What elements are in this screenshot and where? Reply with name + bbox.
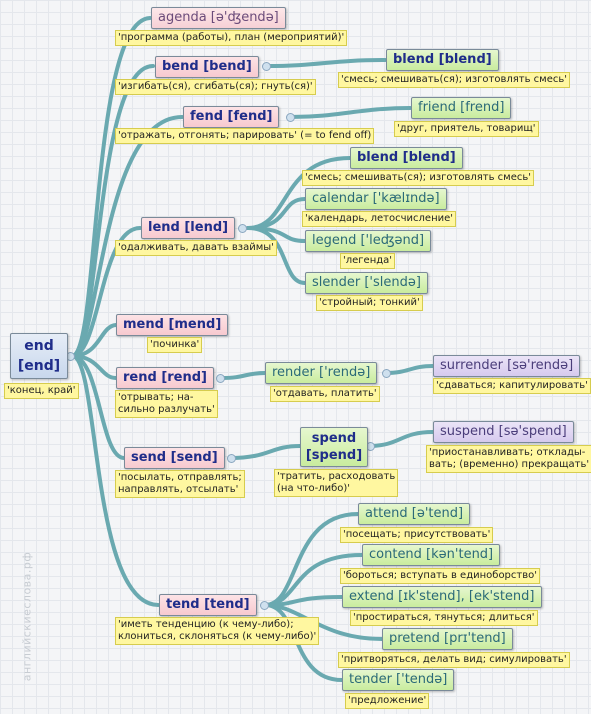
node-surrender[interactable]: surrender [sə'rendə] <box>433 355 581 377</box>
node-end[interactable]: end [end] <box>10 333 68 379</box>
connector-knob-lend[interactable] <box>238 224 247 233</box>
node-calendar[interactable]: calendar ['kælɪndə] <box>305 188 447 210</box>
node-lend[interactable]: lend [lend] <box>141 217 236 239</box>
node-spend-line2: [spend] <box>305 448 363 463</box>
connector-knob-send[interactable] <box>227 454 236 463</box>
note-attend: 'посещать; присутствовать' <box>340 527 494 543</box>
note-surrender: 'сдаваться; капитулировать' <box>433 378 591 394</box>
node-friend[interactable]: friend [frend] <box>411 97 512 119</box>
connector-knob-render[interactable] <box>382 369 391 378</box>
node-slender[interactable]: slender ['slendə] <box>305 272 428 294</box>
node-spend-line1: spend <box>311 431 357 446</box>
node-legend[interactable]: legend ['leʤənd] <box>305 230 432 252</box>
node-blend-1[interactable]: blend [blend] <box>386 49 499 71</box>
note-contend: 'бороться; вступать в единоборство' <box>340 568 540 584</box>
note-mend: 'починка' <box>147 337 203 353</box>
note-calendar: 'календарь, летосчисление' <box>302 211 457 227</box>
note-tender: 'предложение' <box>345 693 430 709</box>
watermark-text: английскиеслова.рф <box>20 551 34 682</box>
node-rend[interactable]: rend [rend] <box>116 367 214 389</box>
node-end-line2: [end] <box>17 358 61 374</box>
connector-knob-fend[interactable] <box>286 113 295 122</box>
node-fend[interactable]: fend [fend] <box>183 106 280 128</box>
note-blend-2: 'смесь; смешивать(ся); изготовлять смесь… <box>302 170 534 186</box>
note-end: 'конец, край' <box>4 383 79 399</box>
note-friend: 'друг, приятель, товарищ' <box>394 121 539 137</box>
node-suspend[interactable]: suspend [sə'spend] <box>433 421 574 443</box>
note-render: 'отдавать, платить' <box>270 386 380 402</box>
note-tend: 'иметь тенденцию (к чему-либо); клонитьс… <box>115 617 320 645</box>
note-suspend: 'приостанавливать; отклады- вать; (време… <box>426 445 591 473</box>
note-fend: 'отражать, отгонять; парировать' (= to f… <box>115 128 375 144</box>
node-render[interactable]: render ['rendə] <box>265 362 378 384</box>
node-tend[interactable]: tend [tend] <box>159 594 257 616</box>
note-extend: 'простираться, тянуться; длиться' <box>350 610 538 626</box>
node-pretend[interactable]: pretend [prɪ'tend] <box>382 628 513 650</box>
node-attend[interactable]: attend [ə'tend] <box>358 503 471 525</box>
note-lend: 'одалживать, давать взаймы' <box>115 240 277 256</box>
node-tender[interactable]: tender ['tendə] <box>342 669 455 691</box>
note-spend: 'тратить, расходовать (на что-либо)' <box>274 469 399 497</box>
note-send: 'посылать, отправлять; направлять, отсыл… <box>115 470 245 498</box>
node-mend[interactable]: mend [mend] <box>116 314 229 336</box>
node-bend[interactable]: bend [bend] <box>155 56 259 78</box>
node-contend[interactable]: contend [kən'tend] <box>362 544 501 566</box>
node-send[interactable]: send [send] <box>124 447 225 469</box>
node-extend[interactable]: extend [ɪk'stend], [ek'stend] <box>342 586 542 608</box>
connector-knob-tend[interactable] <box>260 601 269 610</box>
connector-knob-bend[interactable] <box>262 62 271 71</box>
node-end-line1: end <box>24 338 54 354</box>
note-agenda: 'программа (работы), план (мероприятий)' <box>115 30 348 46</box>
note-legend: 'легенда' <box>340 253 396 269</box>
note-bend: 'изгибать(ся), сгибать(ся); гнуть(ся)' <box>115 79 316 95</box>
connector-knob-rend[interactable] <box>216 374 225 383</box>
node-agenda[interactable]: agenda [ə'ʤendə] <box>151 7 286 29</box>
node-blend-2[interactable]: blend [blend] <box>350 147 463 169</box>
note-blend-1: 'смесь; смешивать(ся); изготовлять смесь… <box>338 72 570 88</box>
note-slender: 'стройный; тонкий' <box>316 295 423 311</box>
note-pretend: 'притворяться, делать вид; симулировать' <box>338 652 570 668</box>
node-spend[interactable]: spend [spend] <box>300 427 368 467</box>
note-rend: 'отрывать; на- сильно разлучать' <box>115 390 218 418</box>
